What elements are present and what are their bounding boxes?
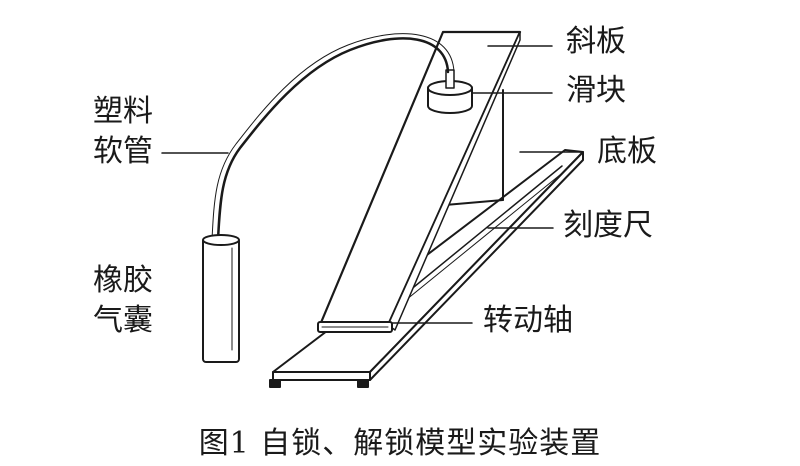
label-balloon-line1: 橡胶 — [93, 263, 153, 298]
base-foot-left — [269, 379, 281, 388]
rotating-axle — [317, 321, 393, 333]
plastic-tube — [211, 33, 455, 242]
rubber-balloon — [202, 234, 240, 363]
label-slider: 滑块 — [566, 73, 626, 108]
ruler — [397, 165, 567, 301]
label-tube-line2: 软管 — [93, 134, 153, 169]
label-incline: 斜板 — [566, 24, 626, 59]
label-tube-line1: 塑料 — [93, 94, 153, 129]
base-foot-right — [357, 379, 369, 388]
slider-block — [427, 69, 473, 114]
label-axle: 转动轴 — [483, 303, 573, 338]
label-ruler: 刻度尺 — [563, 208, 653, 243]
support-post — [444, 89, 504, 206]
label-base: 底板 — [597, 134, 657, 169]
label-balloon-line2: 气囊 — [93, 303, 153, 338]
figure-caption: 图1 自锁、解锁模型实验装置 — [198, 426, 602, 461]
leader-lines — [161, 45, 584, 324]
